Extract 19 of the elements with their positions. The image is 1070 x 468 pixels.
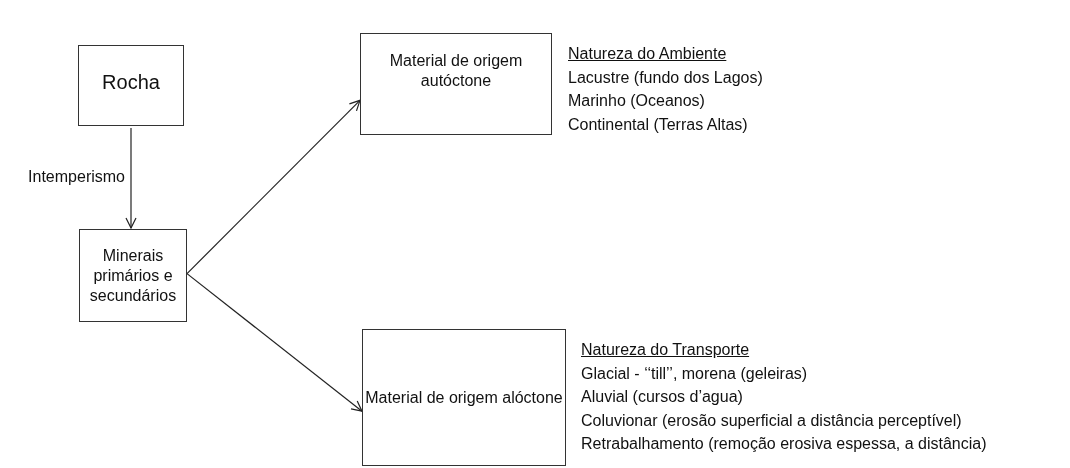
list-item: Marinho (Oceanos) (568, 91, 705, 111)
box-label: Minerais primários e secundários (88, 245, 178, 306)
list-item: Continental (Terras Altas) (568, 114, 748, 135)
box-label: Material de origem alóctone (365, 387, 563, 408)
arrow (125, 127, 137, 229)
list-item: Retrabalhamento (remoção erosiva espessa, a distância) (581, 434, 987, 454)
list-heading: Natureza do Transporte (581, 340, 750, 360)
list-heading: Natureza do Ambiente (568, 44, 727, 64)
arrow (186, 273, 363, 412)
list-item: Glacial - ‘‘till’’, morena (geleiras) (581, 363, 808, 384)
list-item: Lacustre (fundo dos Lagos) (568, 67, 763, 88)
process-box (78, 45, 184, 126)
process-box (79, 229, 187, 322)
edge-label: Intemperismo (28, 168, 125, 186)
box-label: Material de origem autóctone (388, 51, 524, 91)
arrow (186, 99, 361, 275)
box-label: Rocha (102, 69, 160, 94)
list-item: Coluvionar (erosão superficial a distância perceptível) (581, 410, 962, 431)
list-item: Aluvial (cursos d’agua) (581, 387, 743, 407)
